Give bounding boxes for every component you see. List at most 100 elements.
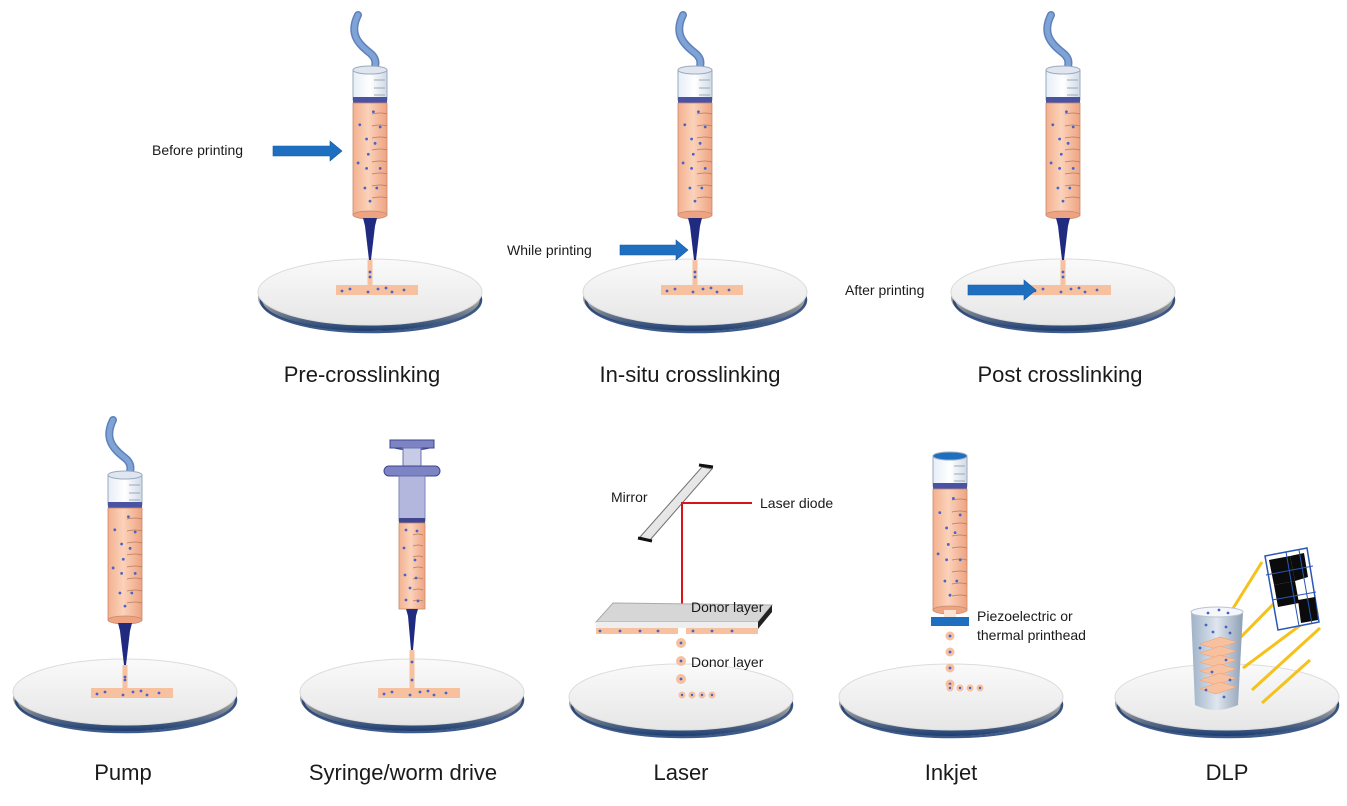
cell-dot bbox=[948, 634, 952, 638]
cell-dot bbox=[1095, 288, 1099, 292]
arrow-shape bbox=[272, 140, 343, 162]
cell-dot bbox=[145, 693, 149, 697]
barrel-graduation bbox=[951, 534, 968, 537]
cell-dot bbox=[1206, 611, 1210, 615]
panel-title-inkjet: Inkjet bbox=[924, 760, 978, 785]
cell-dot bbox=[390, 290, 394, 294]
cell-dot bbox=[121, 557, 125, 561]
cell-dot bbox=[1224, 658, 1228, 662]
laser-beam bbox=[681, 502, 752, 608]
syringe-barrel-bioink bbox=[398, 522, 426, 610]
cell-dot bbox=[1222, 695, 1226, 699]
cell-dot bbox=[700, 186, 704, 190]
cell-dot bbox=[416, 599, 420, 603]
label-printhead-line2: thermal printhead bbox=[977, 627, 1086, 643]
syringe-top-rim bbox=[677, 65, 713, 75]
nozzle-needle bbox=[408, 616, 416, 650]
donor-slab-front bbox=[596, 622, 758, 628]
cell-dot bbox=[638, 629, 642, 633]
cell-dot bbox=[968, 686, 972, 690]
cell-dot bbox=[698, 141, 702, 145]
cell-dot bbox=[373, 141, 377, 145]
mask-grid-line bbox=[1271, 591, 1317, 601]
cell-dot bbox=[123, 678, 127, 682]
panel-title-syringe-worm-drive: Syringe/worm drive bbox=[308, 760, 498, 785]
cell-dot bbox=[948, 666, 952, 670]
cell-dot bbox=[1204, 623, 1208, 627]
cell-dot bbox=[710, 693, 714, 697]
annotation-after-printing: After printing bbox=[845, 282, 925, 298]
cell-dot bbox=[131, 690, 135, 694]
nozzle-needle bbox=[690, 226, 700, 260]
barrel-graduation bbox=[1064, 112, 1081, 115]
cell-dot bbox=[403, 573, 407, 577]
cell-dot bbox=[703, 125, 707, 129]
barrel-graduation bbox=[412, 577, 424, 580]
syringe-barrel-bioink bbox=[1045, 102, 1081, 216]
donor-slab-side bbox=[758, 605, 772, 629]
cell-dot bbox=[958, 513, 962, 517]
annotation-while-printing: While printing bbox=[507, 242, 592, 258]
barrel-graduation bbox=[1064, 124, 1081, 127]
cell-dot bbox=[365, 137, 368, 141]
cell-dot bbox=[955, 579, 959, 583]
cell-dot bbox=[1058, 167, 1061, 170]
cell-dot bbox=[375, 186, 379, 190]
cell-dot bbox=[348, 287, 352, 291]
mask-pixel-dark bbox=[1298, 597, 1318, 623]
mask-grid-line bbox=[1285, 551, 1300, 627]
printed-construct bbox=[378, 688, 460, 698]
cell-dot bbox=[139, 689, 143, 693]
cell-dot bbox=[945, 526, 948, 530]
barrel-graduation bbox=[126, 541, 143, 544]
barrel-graduation bbox=[951, 594, 968, 597]
inkjet-printhead bbox=[931, 610, 984, 692]
barrel-graduation bbox=[696, 184, 713, 187]
cell-dot bbox=[432, 693, 436, 697]
label-donor-layer-bottom: Donor layer bbox=[691, 654, 764, 670]
panel-title-pump: Pump bbox=[94, 760, 152, 785]
cell-dot bbox=[1210, 670, 1214, 674]
laser-assembly bbox=[594, 463, 774, 699]
mirror-edge-bottom bbox=[637, 536, 653, 543]
printhead-neck bbox=[944, 610, 956, 618]
pump-syringe bbox=[350, 11, 388, 260]
barrel-graduation bbox=[126, 589, 143, 592]
cell-dot bbox=[123, 675, 127, 679]
mirror-edge-top bbox=[698, 463, 714, 469]
cell-dot bbox=[390, 690, 394, 694]
arrow-shape bbox=[967, 279, 1037, 301]
syringe-top-rim bbox=[1045, 65, 1081, 75]
cell-dot bbox=[1041, 287, 1045, 291]
nozzle-hub bbox=[363, 218, 377, 226]
barrel-graduation bbox=[696, 124, 713, 127]
printed-construct bbox=[1029, 285, 1111, 295]
annotation-before-printing: Before printing bbox=[152, 142, 244, 158]
cell-dot bbox=[958, 558, 962, 562]
cell-dot bbox=[1056, 186, 1060, 190]
cell-dot bbox=[1083, 290, 1087, 294]
barrel-graduation bbox=[412, 588, 424, 591]
pump-syringe bbox=[105, 416, 143, 665]
cell-dot bbox=[690, 137, 693, 141]
inkjet-print-bed bbox=[838, 663, 1064, 739]
extruded-filament bbox=[409, 650, 415, 688]
scaffold-layer bbox=[1199, 663, 1237, 677]
annotation-arrow bbox=[967, 279, 1037, 301]
plunger-thumb bbox=[389, 439, 435, 449]
cell-dot bbox=[1058, 137, 1061, 141]
cell-dot bbox=[366, 152, 370, 156]
cell-dot bbox=[691, 290, 695, 294]
panel-title-laser: Laser bbox=[653, 760, 709, 785]
extrusion bbox=[336, 260, 418, 295]
cell-dot bbox=[378, 125, 382, 129]
syringe-barrel-bioink bbox=[932, 488, 968, 611]
mask-grid-line bbox=[1265, 565, 1314, 576]
cell-dot bbox=[111, 566, 115, 570]
cell-dot bbox=[415, 529, 419, 533]
barrel-graduation bbox=[371, 196, 388, 199]
barrel-graduation bbox=[371, 148, 388, 151]
label-printhead-line1: Piezoelectric or bbox=[977, 608, 1073, 624]
cell-dot bbox=[948, 593, 952, 597]
